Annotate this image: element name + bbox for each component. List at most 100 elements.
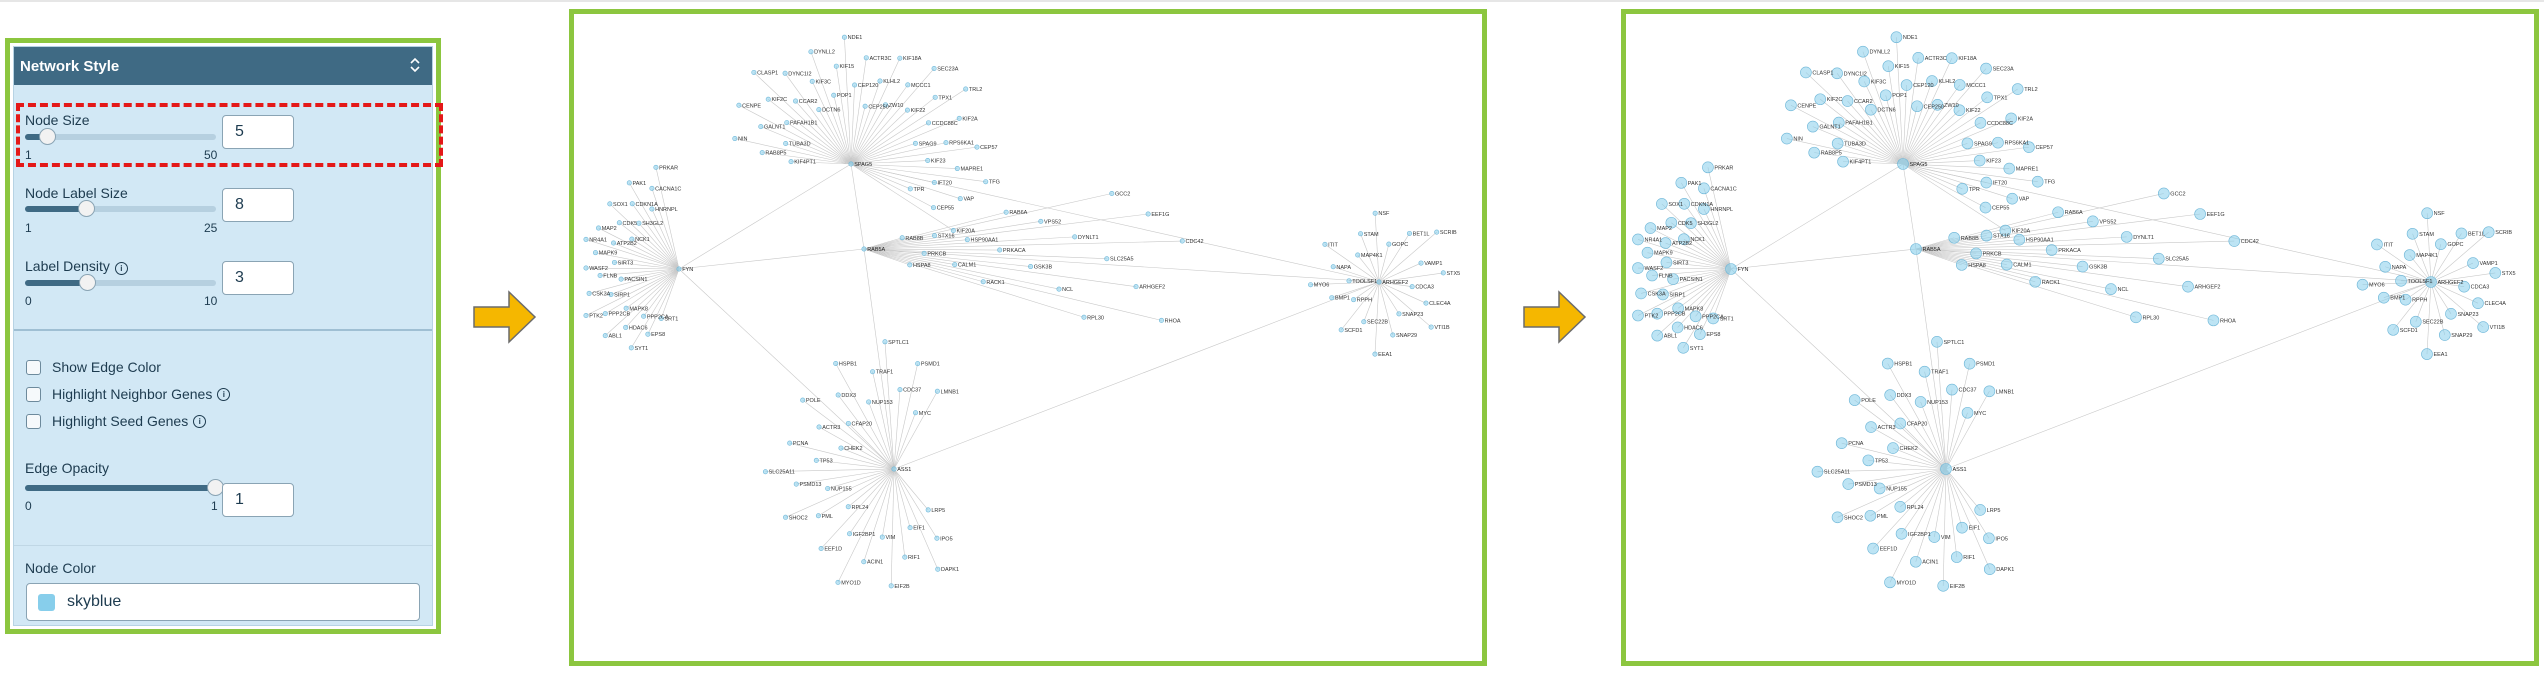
gene-node[interactable] bbox=[629, 236, 635, 242]
node-label-size-slider[interactable] bbox=[25, 200, 216, 217]
gene-node[interactable] bbox=[1981, 91, 1993, 104]
gene-node[interactable] bbox=[1423, 300, 1429, 306]
gene-node[interactable] bbox=[583, 265, 589, 271]
gene-node[interactable] bbox=[1667, 273, 1679, 285]
gene-node[interactable] bbox=[2013, 233, 2026, 246]
gene-node[interactable] bbox=[825, 485, 831, 491]
gene-node[interactable] bbox=[751, 69, 757, 75]
gene-node[interactable] bbox=[1983, 532, 1995, 545]
gene-node[interactable] bbox=[2087, 215, 2099, 228]
gene-node[interactable] bbox=[608, 291, 614, 297]
gene-node[interactable] bbox=[1887, 442, 1899, 454]
gene-node[interactable] bbox=[847, 531, 853, 537]
gene-node[interactable] bbox=[1946, 383, 1958, 396]
gene-node[interactable] bbox=[1909, 555, 1922, 568]
checkbox-box[interactable] bbox=[26, 413, 41, 429]
gene-node[interactable] bbox=[1956, 521, 1968, 534]
gene-node[interactable] bbox=[2130, 311, 2142, 324]
gene-node[interactable] bbox=[611, 259, 617, 265]
gene-node[interactable] bbox=[2421, 207, 2433, 220]
hub-node[interactable] bbox=[676, 266, 682, 272]
gene-node[interactable] bbox=[1831, 67, 1843, 80]
gene-node[interactable] bbox=[1937, 580, 1950, 592]
gene-node[interactable] bbox=[905, 82, 911, 88]
gene-node[interactable] bbox=[861, 559, 867, 565]
gene-node[interactable] bbox=[833, 63, 839, 69]
checkbox-box[interactable] bbox=[26, 386, 41, 402]
gene-node[interactable] bbox=[1895, 527, 1908, 540]
gene-node[interactable] bbox=[1980, 229, 1993, 242]
gene-node[interactable] bbox=[932, 233, 938, 239]
gene-node[interactable] bbox=[1707, 312, 1720, 325]
node-label-size-input[interactable]: 8 bbox=[222, 188, 294, 222]
chevron-updown-icon[interactable] bbox=[408, 55, 422, 75]
gene-node[interactable] bbox=[1672, 302, 1684, 315]
gene-node[interactable] bbox=[1698, 182, 1710, 195]
gene-node[interactable] bbox=[1983, 563, 1996, 576]
gene-node[interactable] bbox=[1158, 317, 1164, 323]
gene-node[interactable] bbox=[974, 144, 980, 150]
gene-node[interactable] bbox=[921, 250, 927, 256]
gene-node[interactable] bbox=[1974, 117, 1987, 129]
gene-node[interactable] bbox=[845, 420, 851, 426]
gene-node[interactable] bbox=[784, 120, 790, 126]
gene-node[interactable] bbox=[835, 392, 841, 398]
gene-node[interactable] bbox=[1956, 183, 1969, 195]
node-size-slider-thumb[interactable] bbox=[39, 128, 56, 145]
gene-node[interactable] bbox=[1434, 229, 1440, 235]
gene-node[interactable] bbox=[1926, 75, 1938, 87]
gene-node[interactable] bbox=[2003, 162, 2016, 175]
gene-node[interactable] bbox=[1689, 310, 1702, 323]
gene-node[interactable] bbox=[1651, 307, 1664, 320]
gene-node[interactable] bbox=[597, 272, 603, 278]
gene-node[interactable] bbox=[1104, 256, 1110, 262]
checkbox-box[interactable] bbox=[26, 359, 41, 375]
hub-node[interactable] bbox=[1376, 279, 1382, 285]
hub-node[interactable] bbox=[861, 246, 867, 252]
gene-node[interactable] bbox=[788, 159, 794, 165]
gene-node[interactable] bbox=[1632, 262, 1644, 274]
gene-node[interactable] bbox=[1894, 417, 1907, 430]
gene-node[interactable] bbox=[616, 220, 622, 226]
gene-node[interactable] bbox=[915, 361, 921, 367]
gene-node[interactable] bbox=[800, 397, 806, 403]
gene-node[interactable] bbox=[1953, 79, 1966, 91]
gene-node[interactable] bbox=[602, 333, 608, 339]
gene-node[interactable] bbox=[1814, 93, 1827, 106]
gene-node[interactable] bbox=[1698, 203, 1710, 215]
gene-node[interactable] bbox=[2489, 267, 2502, 279]
show-edge-color-checkbox[interactable]: Show Edge Color bbox=[26, 359, 161, 375]
gene-node[interactable] bbox=[1355, 252, 1361, 258]
gene-node[interactable] bbox=[1911, 100, 1923, 113]
gene-node[interactable] bbox=[1963, 357, 1976, 370]
gene-node[interactable] bbox=[1928, 531, 1941, 543]
gene-node[interactable] bbox=[1980, 62, 1992, 75]
gene-node[interactable] bbox=[645, 331, 651, 337]
gene-node[interactable] bbox=[1329, 295, 1335, 301]
gene-node[interactable] bbox=[1980, 176, 1993, 189]
gene-node[interactable] bbox=[934, 535, 940, 541]
gene-node[interactable] bbox=[2435, 238, 2447, 250]
node-color-picker[interactable]: skyblue bbox=[26, 583, 420, 621]
gene-node[interactable] bbox=[628, 345, 634, 351]
gene-node[interactable] bbox=[1361, 319, 1367, 325]
gene-node[interactable] bbox=[835, 579, 841, 585]
gene-node[interactable] bbox=[1983, 385, 1996, 398]
gene-node[interactable] bbox=[2399, 293, 2412, 306]
gene-node[interactable] bbox=[1955, 259, 1968, 271]
gene-node[interactable] bbox=[1879, 89, 1892, 102]
gene-node[interactable] bbox=[1841, 95, 1854, 107]
gene-node[interactable] bbox=[1882, 60, 1895, 72]
gene-node[interactable] bbox=[1660, 256, 1673, 269]
gene-node[interactable] bbox=[2467, 257, 2479, 269]
hub-node[interactable] bbox=[848, 161, 854, 167]
gene-node[interactable] bbox=[813, 457, 819, 463]
gene-node[interactable] bbox=[1842, 478, 1855, 490]
gene-node[interactable] bbox=[1003, 209, 1009, 215]
gene-node[interactable] bbox=[1873, 482, 1886, 495]
gene-node[interactable] bbox=[816, 424, 822, 430]
gene-node[interactable] bbox=[1837, 155, 1849, 168]
gene-node[interactable] bbox=[1145, 211, 1151, 217]
gene-node[interactable] bbox=[1656, 198, 1668, 210]
gene-node[interactable] bbox=[932, 94, 938, 100]
